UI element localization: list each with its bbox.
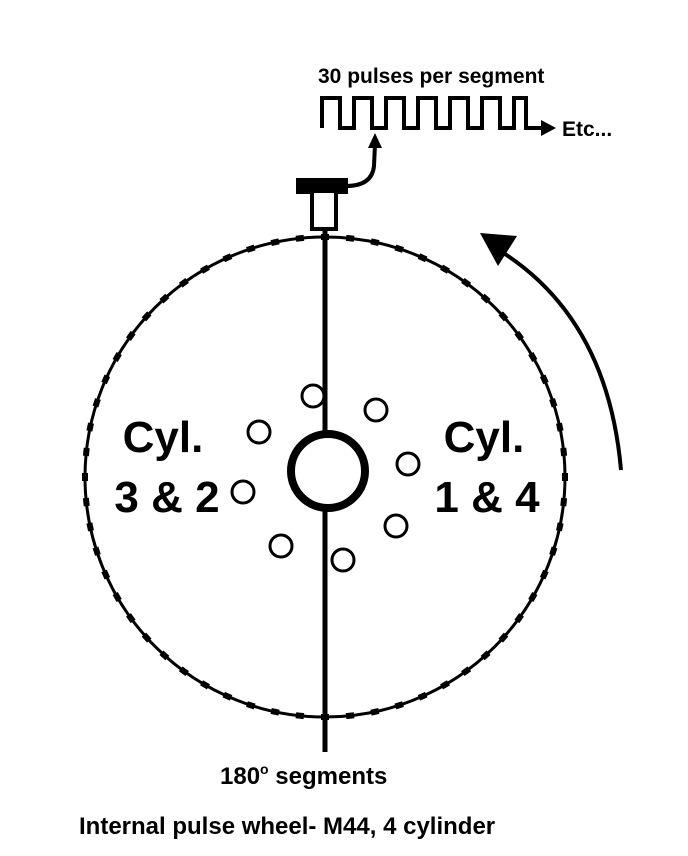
bolt-hole (230, 479, 256, 505)
waveform-arrowhead (541, 120, 556, 136)
wheel-tooth (562, 473, 568, 481)
right-cyl-numbers: 1 & 4 (434, 473, 540, 522)
bolt-hole (268, 533, 294, 559)
wheel-tooth (394, 244, 404, 253)
wheel-tooth (159, 293, 170, 304)
diagram-caption: Internal pulse wheel- M44, 4 cylinder (79, 813, 495, 840)
wheel-hub (287, 430, 369, 512)
wheel-tooth (549, 546, 558, 556)
wheel-tooth (270, 708, 280, 716)
bolt-hole (300, 383, 326, 409)
right-cyl-title: Cyl. (444, 413, 525, 462)
rotation-arrow-icon (480, 233, 623, 471)
left-cyl-title: Cyl. (123, 413, 204, 462)
wheel-tooth (440, 680, 450, 690)
wheel-tooth (295, 712, 305, 720)
wheel-tooth (539, 569, 549, 580)
wheel-tooth (498, 311, 509, 322)
wheel-tooth (141, 632, 152, 643)
bolt-hole (363, 397, 389, 423)
bolt-hole (395, 451, 421, 477)
pulse-waveform-icon (320, 96, 546, 130)
wheel-tooth (222, 691, 233, 701)
wheel-tooth (514, 330, 524, 341)
wheel-tooth (461, 666, 472, 676)
bolt-hole (330, 547, 356, 573)
wheel-tooth (440, 264, 450, 274)
wheel-tooth (556, 522, 564, 532)
wheel-tooth (200, 264, 210, 274)
wheel-tooth (556, 422, 564, 432)
wheel-tooth (246, 701, 256, 710)
wheel-tooth (480, 293, 491, 304)
wheel-tooth (200, 680, 210, 690)
wheel-tooth (112, 592, 122, 602)
wheel-tooth (480, 650, 491, 661)
wheel-tooth (549, 398, 558, 408)
wheel-tooth (560, 447, 568, 457)
pulse-wheel-teeth (82, 234, 568, 720)
wheel-tooth (417, 253, 428, 263)
wheel-tooth (345, 234, 355, 242)
wheel-tooth (159, 650, 170, 661)
wheel-tooth (126, 330, 136, 341)
wheel-tooth (178, 278, 189, 288)
wheel-tooth (461, 278, 472, 288)
segments-word: segments (275, 763, 387, 790)
wheel-tooth (560, 497, 568, 507)
wheel-tooth (246, 244, 256, 253)
etc-label: Etc... (562, 118, 612, 141)
wheel-tooth (528, 352, 538, 362)
wheel-tooth (126, 613, 136, 624)
wheel-tooth (345, 712, 355, 720)
wheel-tooth (112, 352, 122, 362)
wheel-tooth (101, 569, 111, 580)
segments-degrees: 180 (220, 763, 260, 790)
wheel-tooth (370, 238, 380, 246)
bolt-holes (230, 383, 421, 573)
pulse-label: 30 pulses per segment (318, 65, 544, 88)
wheel-tooth (86, 522, 94, 532)
wheel-tooth (101, 374, 111, 385)
wheel-tooth (178, 666, 189, 676)
wheel-tooth (539, 374, 549, 385)
wheel-tooth (92, 546, 101, 556)
wheel-tooth (82, 447, 90, 457)
segments-label: 180o segments (220, 761, 387, 790)
bolt-hole (383, 513, 409, 539)
wheel-tooth (514, 613, 524, 624)
wheel-tooth (86, 422, 94, 432)
wheel-tooth (92, 398, 101, 408)
wheel-tooth (82, 497, 90, 507)
wheel-tooth (498, 632, 509, 643)
wheel-tooth (270, 238, 280, 246)
wheel-tooth (295, 234, 305, 242)
bolt-hole (246, 419, 272, 445)
wheel-tooth (82, 473, 88, 481)
wheel-tooth (370, 708, 380, 716)
sensor-icon (296, 133, 382, 231)
wheel-tooth (394, 701, 404, 710)
wheel-tooth (528, 592, 538, 602)
left-cyl-numbers: 3 & 2 (114, 473, 219, 522)
degree-sign: o (260, 761, 269, 777)
wheel-tooth (417, 691, 428, 701)
wheel-tooth (141, 311, 152, 322)
wheel-tooth (222, 253, 233, 263)
